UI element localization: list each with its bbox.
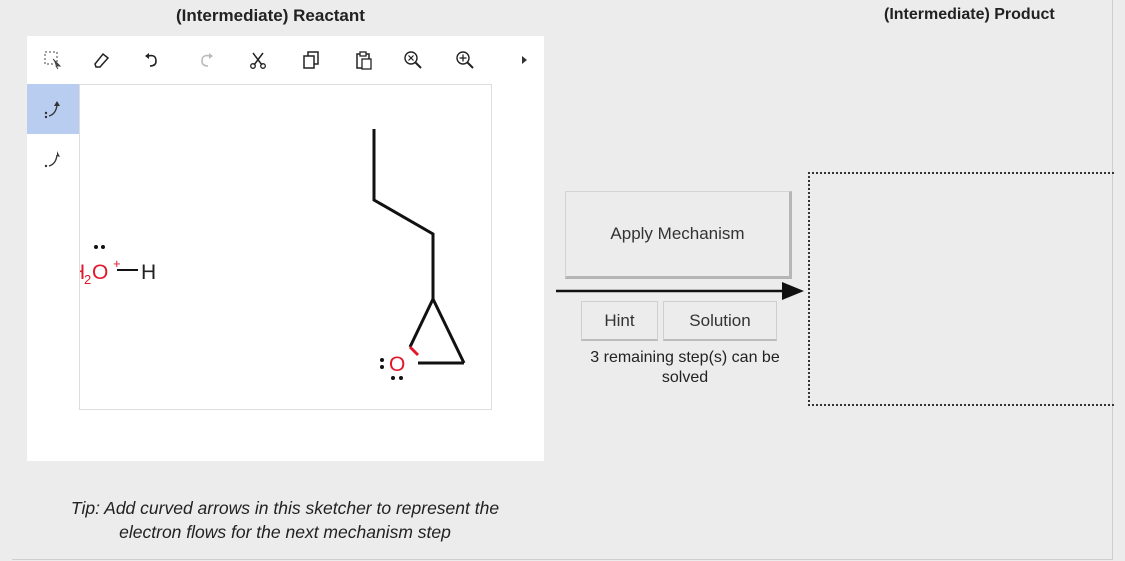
apply-mechanism-button[interactable]: Apply Mechanism [565, 191, 792, 279]
sketcher-sidebar [27, 84, 79, 184]
lone-pair-dot [391, 376, 395, 380]
alkyl-chain [372, 129, 435, 299]
ring-bond [408, 298, 435, 348]
epoxide-oxygen: O [389, 353, 405, 376]
epoxide-molecule[interactable]: O [372, 129, 466, 380]
tip-line-1: Tip: Add curved arrows in this sketcher … [70, 498, 500, 518]
product-heading: (Intermediate) Product [884, 6, 1055, 23]
tip-text: Tip: Add curved arrows in this sketcher … [26, 496, 544, 544]
zoom-in-icon[interactable] [453, 48, 477, 72]
hydronium-subscript: 2 [84, 272, 91, 287]
cut-icon[interactable] [246, 48, 270, 72]
sketcher-toolbar [27, 36, 544, 82]
select-lasso-icon[interactable] [41, 48, 65, 72]
hydronium-ion[interactable]: H 2 O + H [70, 245, 156, 287]
lone-pair-dot [380, 358, 384, 362]
half-arrow-icon[interactable] [27, 134, 79, 184]
lone-pair-dot [94, 245, 98, 249]
status-line-2: solved [661, 369, 709, 386]
tip-line-2: electron flows for the next mechanism st… [119, 522, 451, 542]
hydronium-charge: + [113, 256, 121, 271]
product-drop-area[interactable] [808, 172, 1114, 406]
ring-bond-oxygen [408, 345, 420, 357]
drawing-canvas[interactable]: H 2 O + H O [70, 84, 492, 410]
full-arrow-icon[interactable] [27, 84, 79, 134]
zoom-out-icon[interactable] [401, 48, 425, 72]
reactant-heading: (Intermediate) Reactant [176, 6, 365, 25]
undo-icon[interactable] [140, 48, 164, 72]
hint-button[interactable]: Hint [581, 301, 658, 341]
remaining-steps-status: 3 remaining step(s) can be solved [560, 348, 810, 388]
molecule-drawing: H 2 O + H O [70, 129, 466, 380]
hydronium-oxygen: O [92, 261, 108, 284]
eraser-icon[interactable] [89, 48, 113, 72]
more-arrow-icon[interactable] [512, 48, 536, 72]
reaction-arrow-icon [556, 282, 804, 300]
paste-icon[interactable] [352, 48, 376, 72]
redo-icon[interactable] [194, 48, 218, 72]
lone-pair-dot [101, 245, 105, 249]
lone-pair-dot [380, 365, 384, 369]
lone-pair-dot [399, 376, 403, 380]
status-line-1: 3 remaining step(s) can be [590, 349, 780, 366]
solution-button[interactable]: Solution [663, 301, 777, 341]
hydronium-hydrogen: H [141, 261, 156, 284]
reactant-sketcher[interactable]: H 2 O + H O [27, 36, 544, 461]
copy-icon[interactable] [299, 48, 323, 72]
ring-bond [431, 298, 466, 364]
